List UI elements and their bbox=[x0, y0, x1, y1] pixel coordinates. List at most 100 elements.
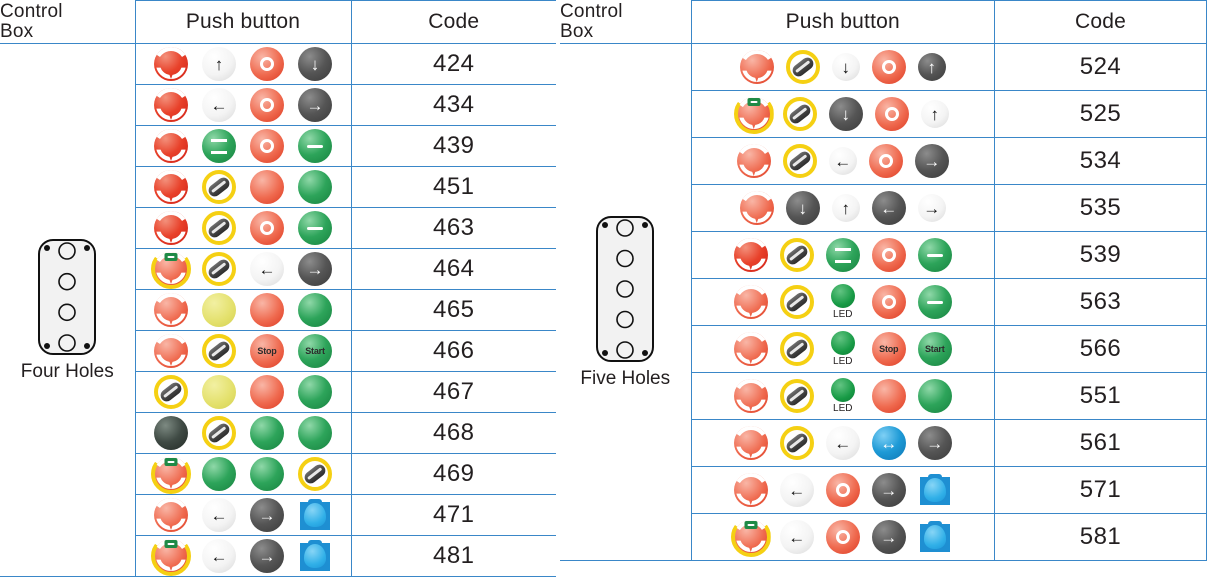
arrow-down-button[interactable]: ↓ bbox=[831, 53, 860, 81]
arrow-right-button[interactable]: → bbox=[298, 88, 332, 122]
arrow-right-button[interactable]: → bbox=[914, 144, 949, 178]
yellow-push-button[interactable] bbox=[202, 293, 236, 327]
emergency-stop-button[interactable] bbox=[733, 238, 768, 272]
selector-switch[interactable] bbox=[782, 97, 817, 131]
selector-switch[interactable] bbox=[782, 144, 817, 178]
led-indicator[interactable]: LED bbox=[826, 284, 860, 320]
stop-push-button[interactable]: Stop bbox=[871, 332, 906, 366]
emergency-stop-button[interactable] bbox=[154, 88, 188, 122]
arrow-up-button[interactable]: ↑ bbox=[917, 53, 946, 81]
arrow-left-button[interactable]: ← bbox=[779, 473, 814, 507]
emergency-stop-button[interactable] bbox=[739, 50, 774, 84]
emergency-stop-key-button[interactable] bbox=[733, 97, 774, 134]
emergency-stop-button[interactable] bbox=[739, 191, 774, 225]
selector-switch[interactable] bbox=[154, 375, 188, 409]
black-push-button[interactable] bbox=[154, 416, 188, 450]
emergency-stop-button[interactable] bbox=[154, 334, 188, 368]
single-bar-button[interactable] bbox=[298, 211, 332, 245]
arrow-right-button[interactable]: → bbox=[871, 520, 906, 554]
green-push-button[interactable] bbox=[250, 416, 284, 450]
selector-switch[interactable] bbox=[779, 238, 814, 272]
emergency-stop-button[interactable] bbox=[733, 379, 768, 413]
green-push-button[interactable] bbox=[250, 457, 284, 491]
arrow-down-button[interactable]: ↓ bbox=[828, 97, 863, 131]
arrow-left-right-button[interactable]: ↔ bbox=[871, 426, 906, 460]
arrow-left-button[interactable]: ← bbox=[202, 539, 236, 573]
o-ring-button[interactable] bbox=[250, 88, 284, 122]
green-push-button[interactable] bbox=[298, 170, 332, 204]
selector-switch[interactable] bbox=[779, 285, 814, 319]
emergency-stop-key-button[interactable] bbox=[151, 457, 191, 494]
double-bar-button[interactable] bbox=[825, 238, 860, 272]
red-push-button[interactable] bbox=[250, 170, 284, 204]
yellow-push-button[interactable] bbox=[202, 375, 236, 409]
selector-switch[interactable] bbox=[202, 211, 236, 245]
selector-switch[interactable] bbox=[202, 170, 236, 204]
arrow-left-button[interactable]: ← bbox=[250, 252, 284, 286]
green-push-button[interactable] bbox=[202, 457, 236, 491]
arrow-left-button[interactable]: ← bbox=[779, 520, 814, 554]
arrow-up-button[interactable]: ↑ bbox=[831, 194, 860, 222]
arrow-left-button[interactable]: ← bbox=[828, 147, 857, 175]
selector-switch[interactable] bbox=[779, 426, 814, 460]
arrow-right-button[interactable]: → bbox=[250, 498, 284, 532]
emergency-stop-key-button[interactable] bbox=[730, 520, 771, 557]
arrow-right-button[interactable]: → bbox=[250, 539, 284, 573]
o-ring-button[interactable] bbox=[825, 473, 860, 507]
o-ring-button[interactable] bbox=[868, 144, 903, 178]
selector-switch[interactable] bbox=[202, 416, 236, 450]
emergency-stop-button[interactable] bbox=[733, 285, 768, 319]
o-ring-button[interactable] bbox=[871, 50, 906, 84]
emergency-stop-button[interactable] bbox=[154, 498, 188, 532]
arrow-left-button[interactable]: ← bbox=[825, 426, 860, 460]
o-ring-button[interactable] bbox=[871, 285, 906, 319]
red-push-button[interactable] bbox=[871, 379, 906, 413]
arrow-left-button[interactable]: ← bbox=[202, 498, 236, 532]
o-ring-button[interactable] bbox=[825, 520, 860, 554]
arrow-right-button[interactable]: → bbox=[917, 194, 946, 222]
blue-pilot-lamp[interactable] bbox=[918, 521, 952, 553]
blue-pilot-lamp[interactable] bbox=[298, 540, 332, 572]
emergency-stop-button[interactable] bbox=[154, 170, 188, 204]
o-ring-button[interactable] bbox=[250, 47, 284, 81]
single-bar-button[interactable] bbox=[917, 285, 952, 319]
blue-pilot-lamp[interactable] bbox=[298, 499, 332, 531]
emergency-stop-button[interactable] bbox=[154, 293, 188, 327]
o-ring-button[interactable] bbox=[874, 97, 909, 131]
arrow-down-button[interactable]: ↓ bbox=[298, 47, 332, 81]
emergency-stop-button[interactable] bbox=[154, 129, 188, 163]
stop-push-button[interactable]: Stop bbox=[250, 334, 284, 368]
o-ring-button[interactable] bbox=[250, 129, 284, 163]
selector-switch[interactable] bbox=[202, 334, 236, 368]
led-indicator[interactable]: LED bbox=[826, 331, 860, 367]
arrow-left-button[interactable]: ← bbox=[202, 88, 236, 122]
selector-switch[interactable] bbox=[785, 50, 820, 84]
green-push-button[interactable] bbox=[298, 375, 332, 409]
single-bar-button[interactable] bbox=[917, 238, 952, 272]
emergency-stop-button[interactable] bbox=[154, 47, 188, 81]
emergency-stop-key-button[interactable] bbox=[151, 252, 191, 289]
green-push-button[interactable] bbox=[298, 293, 332, 327]
arrow-right-button[interactable]: → bbox=[298, 252, 332, 286]
o-ring-button[interactable] bbox=[250, 211, 284, 245]
double-bar-button[interactable] bbox=[202, 129, 236, 163]
emergency-stop-button[interactable] bbox=[733, 473, 768, 507]
blue-pilot-lamp[interactable] bbox=[918, 474, 952, 506]
emergency-stop-button[interactable] bbox=[733, 426, 768, 460]
emergency-stop-key-button[interactable] bbox=[151, 539, 191, 576]
emergency-stop-button[interactable] bbox=[736, 144, 771, 178]
arrow-up-button[interactable]: ↑ bbox=[920, 100, 949, 128]
start-push-button[interactable]: Start bbox=[298, 334, 332, 368]
emergency-stop-button[interactable] bbox=[733, 332, 768, 366]
green-push-button[interactable] bbox=[917, 379, 952, 413]
led-indicator[interactable]: LED bbox=[826, 378, 860, 414]
red-push-button[interactable] bbox=[250, 375, 284, 409]
arrow-down-button[interactable]: ↓ bbox=[785, 191, 820, 225]
selector-switch[interactable] bbox=[779, 379, 814, 413]
single-bar-button[interactable] bbox=[298, 129, 332, 163]
start-push-button[interactable]: Start bbox=[917, 332, 952, 366]
arrow-right-button[interactable]: → bbox=[871, 473, 906, 507]
selector-switch[interactable] bbox=[779, 332, 814, 366]
arrow-up-button[interactable]: ↑ bbox=[202, 47, 236, 81]
green-push-button[interactable] bbox=[298, 416, 332, 450]
